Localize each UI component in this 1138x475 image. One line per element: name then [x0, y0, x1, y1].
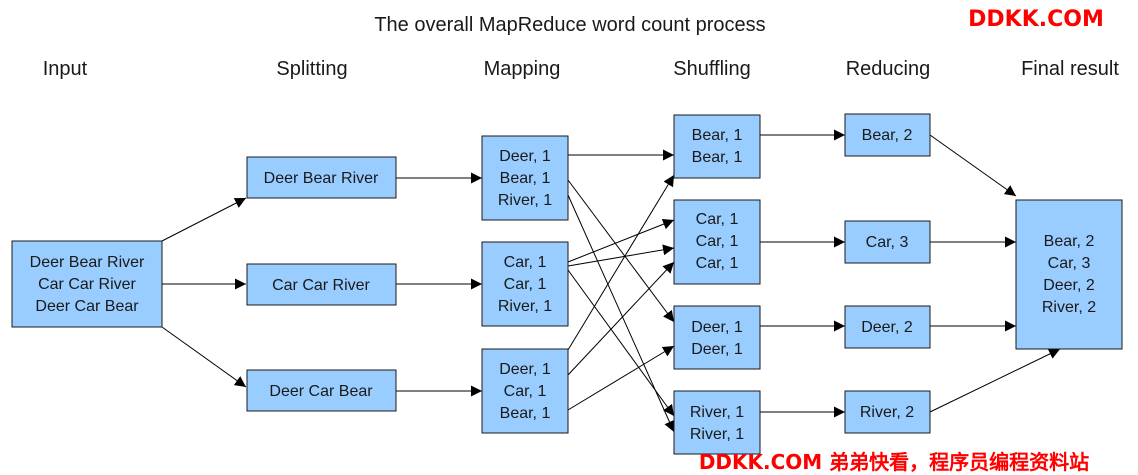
- split-box-1: Deer Bear River: [246, 156, 397, 199]
- final-line: Bear, 2: [1044, 233, 1095, 250]
- shuffle-line: Deer, 1: [691, 341, 743, 358]
- shuffle-line: Deer, 1: [691, 319, 743, 336]
- map-line: River, 1: [498, 298, 552, 315]
- edges: [161, 129, 1061, 433]
- split-line: Car Car River: [272, 277, 370, 294]
- reduce-box-car: Car, 3: [844, 220, 931, 264]
- edge-map1-shuffle-river: [567, 194, 675, 433]
- edge-reduce-bear-final: [929, 134, 1017, 197]
- shuffle-line: Car, 1: [696, 255, 739, 272]
- map-line: Car, 1: [504, 254, 547, 271]
- reduce-line: River, 2: [860, 404, 914, 421]
- edge-map2-shuffle-river: [567, 269, 675, 417]
- shuffle-line: River, 1: [690, 404, 744, 421]
- stage-label-reducing: Reducing: [846, 58, 931, 80]
- shuffle-line: Car, 1: [696, 211, 739, 228]
- shuffle-line: Car, 1: [696, 233, 739, 250]
- reduce-line: Deer, 2: [861, 319, 913, 336]
- map-box-2: Car, 1 Car, 1 River, 1: [481, 241, 569, 327]
- map-line: Bear, 1: [500, 405, 551, 422]
- input-line: Deer Car Bear: [35, 298, 139, 315]
- split-box-3: Deer Car Bear: [246, 369, 397, 412]
- final-line: Deer, 2: [1043, 277, 1095, 294]
- diagram-title: The overall MapReduce word count process: [374, 14, 765, 36]
- map-line: Deer, 1: [499, 148, 551, 165]
- stage-label-splitting: Splitting: [276, 58, 347, 80]
- shuffle-box-car: Car, 1 Car, 1 Car, 1: [673, 199, 761, 285]
- watermark-top: DDKK.COM: [968, 7, 1104, 32]
- stage-label-shuffling: Shuffling: [673, 58, 750, 80]
- shuffle-box-river: River, 1 River, 1: [673, 390, 761, 455]
- map-line: River, 1: [498, 192, 552, 209]
- shuffle-line: Bear, 1: [692, 149, 743, 166]
- map-box-1: Deer, 1 Bear, 1 River, 1: [481, 135, 569, 221]
- edge-map3-shuffle-deer: [567, 345, 675, 411]
- input-line: Deer Bear River: [30, 254, 145, 271]
- shuffle-box-bear: Bear, 1 Bear, 1: [673, 114, 761, 179]
- edge-input-split1: [161, 197, 247, 242]
- edge-input-split3: [161, 326, 247, 388]
- input-line: Car Car River: [38, 276, 136, 293]
- edge-map2-shuffle-car-b: [567, 244, 675, 267]
- final-line: River, 2: [1042, 299, 1096, 316]
- map-line: Bear, 1: [500, 170, 551, 187]
- edge-map1-shuffle-deer: [567, 179, 675, 323]
- split-line: Deer Bear River: [264, 170, 379, 187]
- map-line: Car, 1: [504, 276, 547, 293]
- watermark-bottom: DDKK.COM 弟弟快看，程序员编程资料站: [699, 450, 1089, 474]
- shuffle-line: Bear, 1: [692, 127, 743, 144]
- map-line: Car, 1: [504, 383, 547, 400]
- map-box-3: Deer, 1 Car, 1 Bear, 1: [481, 348, 569, 434]
- stage-label-final-result: Final result: [1021, 58, 1119, 80]
- edge-map2-shuffle-car-a: [567, 218, 675, 263]
- final-line: Car, 3: [1048, 255, 1091, 272]
- split-box-2: Car Car River: [246, 263, 397, 306]
- edge-map3-shuffle-bear: [567, 174, 675, 351]
- shuffle-line: River, 1: [690, 426, 744, 443]
- split-line: Deer Car Bear: [269, 383, 373, 400]
- reduce-box-river: River, 2: [844, 390, 931, 434]
- stage-label-mapping: Mapping: [484, 58, 561, 80]
- reduce-box-deer: Deer, 2: [844, 305, 931, 349]
- input-box: Deer Bear River Car Car River Deer Car B…: [11, 240, 163, 328]
- map-line: Deer, 1: [499, 361, 551, 378]
- edge-reduce-river-final: [929, 348, 1061, 413]
- reduce-box-bear: Bear, 2: [844, 113, 931, 157]
- edge-map3-shuffle-car: [567, 261, 675, 376]
- stage-label-input: Input: [43, 58, 88, 80]
- final-result-box: Bear, 2 Car, 3 Deer, 2 River, 2: [1015, 199, 1123, 350]
- reduce-line: Car, 3: [866, 234, 909, 251]
- reduce-line: Bear, 2: [862, 127, 913, 144]
- shuffle-box-deer: Deer, 1 Deer, 1: [673, 305, 761, 370]
